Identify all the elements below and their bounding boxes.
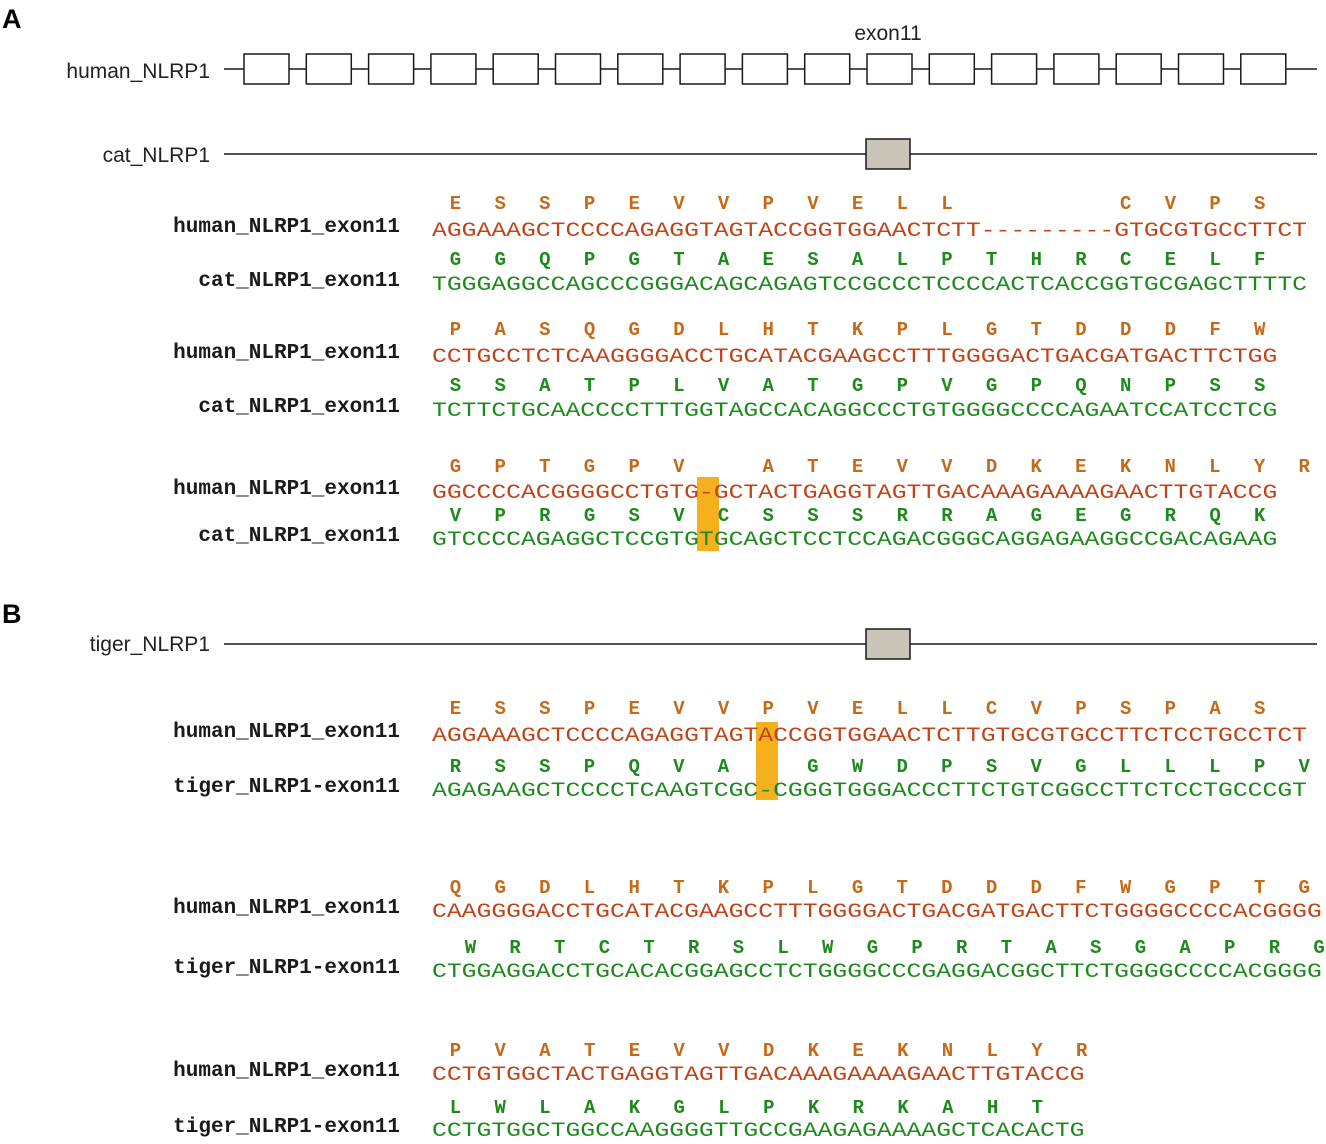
human-exon-3-box [367, 53, 415, 85]
human-exon-track [243, 53, 1287, 85]
human-exon-2-box [305, 53, 353, 85]
sequence-label: human_NLRP1_exon11 [173, 478, 400, 501]
human-exon-7-box [617, 53, 664, 85]
exon11-label: exon11 [854, 22, 921, 45]
gene-label-human: human_NLRP1 [66, 60, 210, 83]
cat-exon11-box [865, 138, 911, 170]
indel-highlight [756, 722, 778, 800]
nucleotide-row: AGAGAAGCTCCCCTCAAGTCGC-CGGGTGGGACCCTTCTG… [432, 780, 1307, 803]
nucleotide-row: GTCCCCAGAGGCTCCGTGTGCAGCTCCTCCAGACGGGCAG… [432, 529, 1277, 552]
amino-acid-row: E S S P E V V P V E L L C V P S P A S [450, 698, 1280, 720]
amino-acid-row: Q G D L H T K P L G T D D D F W G P T G [450, 877, 1325, 899]
human-exon-6-box [554, 53, 602, 85]
human-exon-10-box [803, 53, 851, 85]
human-exon-9-box [741, 53, 789, 85]
nucleotide-row: CCTGCCTCTCAAGGGGACCTGCATACGAAGCCTTTGGGGA… [432, 346, 1277, 369]
sequence-label: tiger_NLRP1-exon11 [173, 776, 400, 799]
human-exon-5-box [492, 53, 539, 85]
amino-acid-row: L W L A K G L P K R K A H T [450, 1097, 1058, 1119]
gene-label-cat: cat_NLRP1 [103, 144, 210, 167]
nucleotide-row: AGGAAAGCTCCCCAGAGGTAGTACCGGTGGAACTCTT---… [432, 220, 1307, 243]
sequence-label: cat_NLRP1_exon11 [198, 525, 400, 548]
human-exon-12-box [928, 53, 976, 85]
amino-acid-row: P V A T E V V D K E K N L Y R [450, 1040, 1103, 1062]
human-exon-15-box [1115, 53, 1162, 85]
amino-acid-row: R S S P Q V A G W D P S V G L L L P V [450, 756, 1325, 778]
nucleotide-row: CAAGGGGACCTGCATACGAAGCCTTTGGGGACTGACGATG… [432, 901, 1322, 924]
nucleotide-row: GGCCCCACGGGGCCTGTG-GCTACTGAGGTAGTTGACAAA… [432, 482, 1277, 505]
human-exon-14-box [1053, 53, 1100, 85]
amino-acid-row: S S A T P L V A T G P V G P Q N P S S [450, 375, 1280, 397]
sequence-label: tiger_NLRP1-exon11 [173, 957, 400, 980]
panel-letter-b: B [2, 599, 22, 629]
nucleotide-row: AGGAAAGCTCCCCAGAGGTAGTACCGGTGGAACTCTTGTG… [432, 725, 1307, 748]
human-exon-17-box [1240, 53, 1287, 85]
sequence-label: cat_NLRP1_exon11 [198, 396, 400, 419]
sequence-label: human_NLRP1_exon11 [173, 1060, 400, 1083]
sequence-label: human_NLRP1_exon11 [173, 897, 400, 920]
panel-letter-a: A [2, 4, 22, 34]
alignment-blocks: human_NLRP1_exon11 E S S P E V V P V E L … [173, 193, 1325, 1143]
nucleotide-row: TCTTCTGCAACCCCTTTGGTAGCCACAGGCCCTGTGGGGC… [432, 400, 1277, 423]
sequence-label: human_NLRP1_exon11 [173, 342, 400, 365]
indel-highlight [697, 477, 719, 551]
human-exon-11-box [866, 53, 913, 85]
tiger-exon11-box [865, 628, 911, 660]
human-exon-1-box [243, 53, 290, 85]
human-exon-4-box [430, 53, 477, 85]
amino-acid-row: E S S P E V V P V E L L C V P S [450, 193, 1280, 215]
human-exon-8-box [679, 53, 726, 85]
nucleotide-row: CTGGAGGACCTGCACACGGAGCCTCTGGGGCCCGAGGACG… [432, 961, 1322, 984]
amino-acid-row: W R T C T R S L W G P R T A S G A P R G [450, 937, 1325, 959]
amino-acid-row: P A S Q G D L H T K P L G T D D D F W [450, 319, 1280, 341]
human-exon-13-box [990, 53, 1038, 85]
nucleotide-row: TGGGAGGCCAGCCCGGGACAGCAGAGTCCGCCCTCCCCAC… [432, 274, 1307, 297]
amino-acid-row: G G Q P G T A E S A L P T H R C E L F [450, 249, 1280, 271]
sequence-label: cat_NLRP1_exon11 [198, 270, 400, 293]
amino-acid-row: V P R G S V C S S S R R A G E G R Q K [450, 505, 1280, 527]
sequence-label: human_NLRP1_exon11 [173, 216, 400, 239]
gene-label-tiger: tiger_NLRP1 [90, 633, 210, 656]
nucleotide-row: CCTGTGGCTGGCCAAGGGGTTGCCGAAGAGAAAAGCTCAC… [432, 1120, 1085, 1143]
sequence-label: human_NLRP1_exon11 [173, 721, 400, 744]
human-exon-16-box [1177, 53, 1225, 85]
amino-acid-row: G P T G P V A T E V V D K E K N L Y R [450, 456, 1325, 478]
nucleotide-row: CCTGTGGCTACTGAGGTAGTTGACAAAGAAAAGAACTTGT… [432, 1064, 1085, 1087]
sequence-label: tiger_NLRP1-exon11 [173, 1116, 400, 1139]
